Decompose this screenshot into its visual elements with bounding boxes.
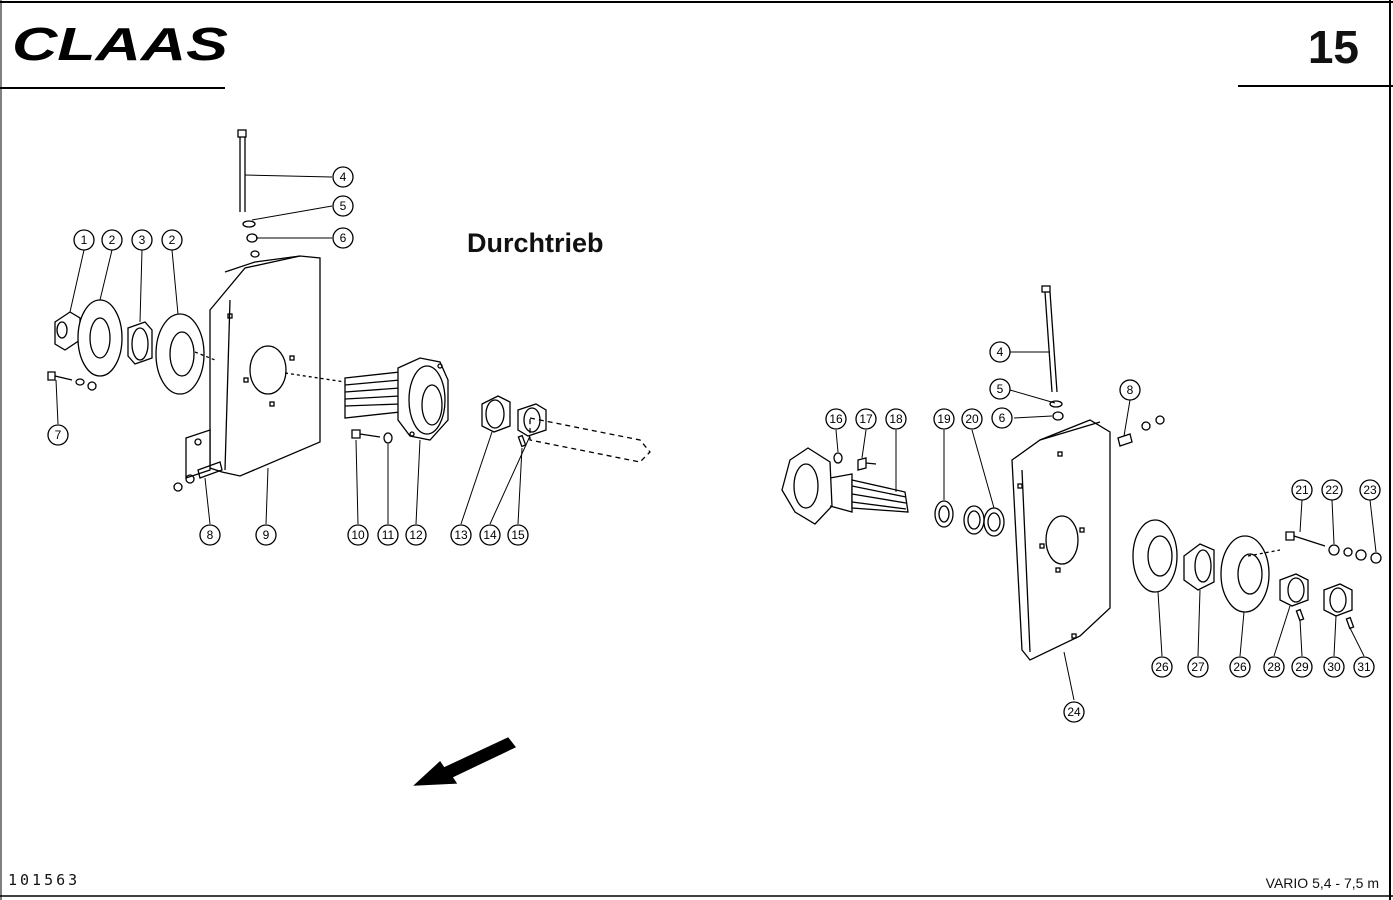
callout-2-left-a: 2	[101, 229, 123, 251]
brand-logo: CLAAS	[12, 18, 232, 71]
arrow-down-left-icon	[413, 737, 517, 786]
svg-text:10: 10	[351, 528, 365, 542]
svg-text:17: 17	[859, 412, 873, 426]
svg-text:2: 2	[169, 233, 176, 247]
callout-10-left: 10	[347, 524, 369, 546]
callouts: 1 2 3 2 4 5 6 7 8 9 10 11 12 13 14 15 4 …	[47, 166, 1381, 723]
svg-text:2: 2	[109, 233, 116, 247]
svg-text:26: 26	[1155, 660, 1169, 674]
callout-27-right: 27	[1187, 656, 1209, 678]
svg-text:13: 13	[454, 528, 468, 542]
document-number: 101563	[8, 871, 81, 889]
callout-26-right-b: 26	[1229, 656, 1251, 678]
svg-text:24: 24	[1067, 705, 1081, 719]
callout-8-right: 8	[1119, 379, 1141, 401]
callout-17-right: 17	[855, 408, 877, 430]
callout-2-left-b: 2	[161, 229, 183, 251]
svg-text:4: 4	[340, 170, 347, 184]
svg-text:20: 20	[965, 412, 979, 426]
claas-logo-icon: CLAAS	[12, 18, 228, 70]
svg-text:30: 30	[1327, 660, 1341, 674]
callout-23-right: 23	[1359, 479, 1381, 501]
svg-text:12: 12	[409, 528, 423, 542]
svg-text:16: 16	[829, 412, 843, 426]
callout-21-right: 21	[1291, 479, 1313, 501]
callout-12-left: 12	[405, 524, 427, 546]
callout-9-left: 9	[255, 524, 277, 546]
callout-13-left: 13	[450, 524, 472, 546]
callout-15-left: 15	[507, 524, 529, 546]
callout-24-right: 24	[1063, 701, 1085, 723]
callout-31-right: 31	[1353, 656, 1375, 678]
svg-text:6: 6	[999, 411, 1006, 425]
model-label: VARIO 5,4 - 7,5 m	[1265, 875, 1379, 891]
callout-6-right: 6	[991, 407, 1013, 429]
callout-16-right: 16	[825, 408, 847, 430]
svg-text:26: 26	[1233, 660, 1247, 674]
callout-18-right: 18	[885, 408, 907, 430]
callout-29-right: 29	[1291, 656, 1313, 678]
callout-5-right: 5	[989, 378, 1011, 400]
svg-text:28: 28	[1267, 660, 1281, 674]
svg-text:27: 27	[1191, 660, 1205, 674]
callout-4-right: 4	[989, 341, 1011, 363]
brand-logo-text: CLAAS	[12, 22, 228, 66]
callout-4-left: 4	[332, 166, 354, 188]
svg-text:8: 8	[1127, 383, 1134, 397]
svg-text:29: 29	[1295, 660, 1309, 674]
svg-text:18: 18	[889, 412, 903, 426]
callout-22-right: 22	[1321, 479, 1343, 501]
right-assembly	[781, 285, 1382, 661]
svg-text:9: 9	[263, 528, 270, 542]
svg-text:21: 21	[1295, 483, 1309, 497]
svg-text:5: 5	[997, 382, 1004, 396]
callout-3-left: 3	[131, 229, 153, 251]
page-number: 15	[1307, 21, 1359, 73]
diagram-title: Durchtrieb	[467, 228, 604, 258]
svg-text:1: 1	[81, 233, 88, 247]
svg-text:15: 15	[511, 528, 525, 542]
callout-11-left: 11	[377, 524, 399, 546]
svg-text:8: 8	[207, 528, 214, 542]
svg-text:19: 19	[937, 412, 951, 426]
svg-text:23: 23	[1363, 483, 1377, 497]
callout-20-right: 20	[961, 408, 983, 430]
svg-text:5: 5	[340, 199, 347, 213]
svg-text:11: 11	[382, 528, 395, 542]
callout-1-left: 1	[73, 229, 95, 251]
svg-text:3: 3	[139, 233, 146, 247]
svg-text:6: 6	[340, 231, 347, 245]
callout-30-right: 30	[1323, 656, 1345, 678]
callout-7-left: 7	[47, 424, 69, 446]
svg-text:7: 7	[55, 428, 62, 442]
callout-26-right-a: 26	[1151, 656, 1173, 678]
svg-text:22: 22	[1325, 483, 1339, 497]
svg-text:4: 4	[997, 345, 1004, 359]
svg-text:14: 14	[483, 528, 497, 542]
callout-28-right: 28	[1263, 656, 1285, 678]
callout-14-left: 14	[479, 524, 501, 546]
svg-text:31: 31	[1357, 660, 1371, 674]
leader-lines	[55, 174, 1377, 701]
callout-19-right: 19	[933, 408, 955, 430]
callout-8-left: 8	[199, 524, 221, 546]
callout-5-left: 5	[332, 195, 354, 217]
callout-6-left: 6	[332, 227, 354, 249]
left-assembly	[47, 129, 651, 492]
